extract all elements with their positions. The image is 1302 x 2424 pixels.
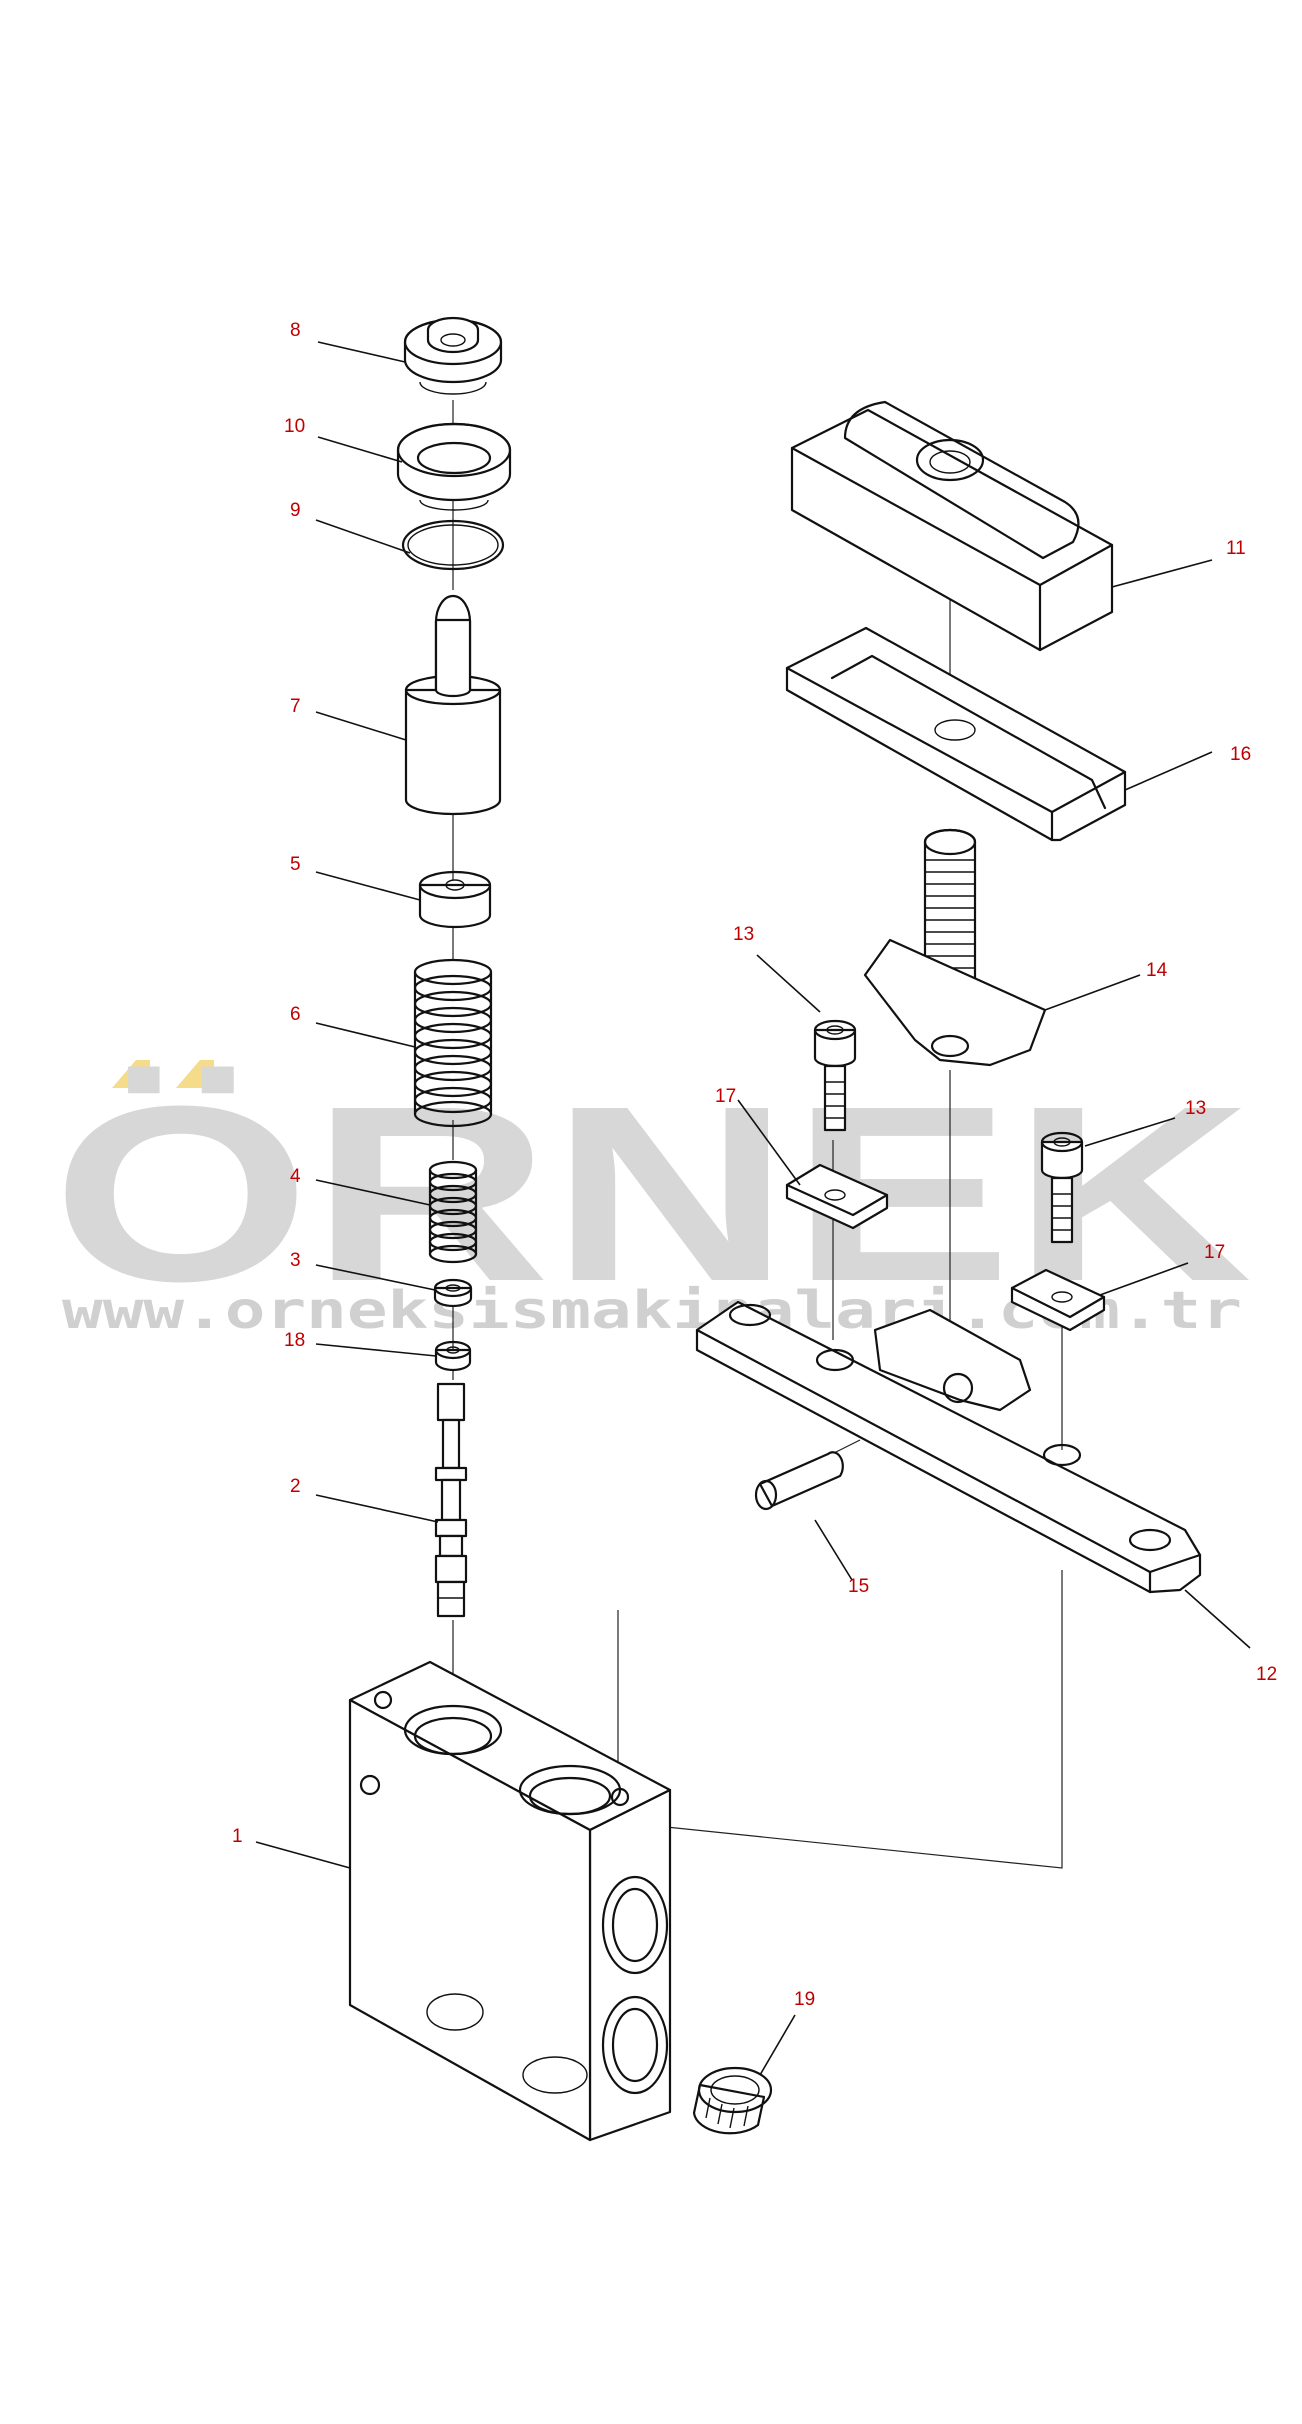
part-8-cap [403,316,503,395]
leader-lines [255,341,1251,2076]
part-14-threaded-bracket [863,828,1047,1067]
callout-14: 14 [1146,960,1168,981]
part-13-screw-right [1040,1131,1084,1244]
callout-5: 5 [290,854,301,875]
callout-11: 11 [1226,538,1246,559]
callout-2: 2 [290,1476,301,1497]
watermark-accent-right [176,1060,214,1088]
part-17-shim-left [785,1163,889,1230]
callout-3: 3 [290,1250,301,1271]
part-13-screw-left [813,1019,857,1132]
callout-1: 1 [232,1826,243,1847]
callout-18: 18 [284,1330,305,1351]
callout-17-left: 17 [715,1086,736,1107]
part-2-valve-spool [434,1382,468,1618]
part-18-nut [434,1340,472,1372]
part-10-ring-seat [396,422,512,511]
callout-labels: 8 10 9 7 5 6 4 3 18 2 1 11 16 14 13 13 1… [232,320,1277,2010]
part-5-spacer [418,870,492,929]
part-12-base-bracket [695,1300,1202,1594]
part-4-small-spring [428,1160,478,1264]
watermark-accent-left [112,1060,150,1088]
callout-6: 6 [290,1004,301,1025]
callout-19: 19 [794,1989,815,2010]
callout-13-left: 13 [733,924,754,945]
callout-12: 12 [1256,1664,1277,1685]
callout-9: 9 [290,500,301,521]
callout-13-right: 13 [1185,1098,1206,1119]
part-3-washer [433,1278,473,1308]
part-19-plug [692,2066,773,2135]
part-9-o-ring [401,519,505,571]
part-16-plate [785,626,1127,842]
part-6-large-spring [413,958,493,1128]
callout-17-right: 17 [1204,1242,1225,1263]
callout-10: 10 [284,416,305,437]
part-1-valve-body [348,1660,672,2142]
callout-4: 4 [290,1166,301,1187]
callout-7: 7 [290,696,301,717]
part-11-top-cover [790,400,1114,652]
part-7-plunger [404,594,502,816]
callout-16: 16 [1230,744,1251,765]
part-15-pin [754,1451,844,1511]
callout-15: 15 [848,1576,869,1597]
callout-8: 8 [290,320,301,341]
part-17-shim-right [1010,1268,1106,1332]
